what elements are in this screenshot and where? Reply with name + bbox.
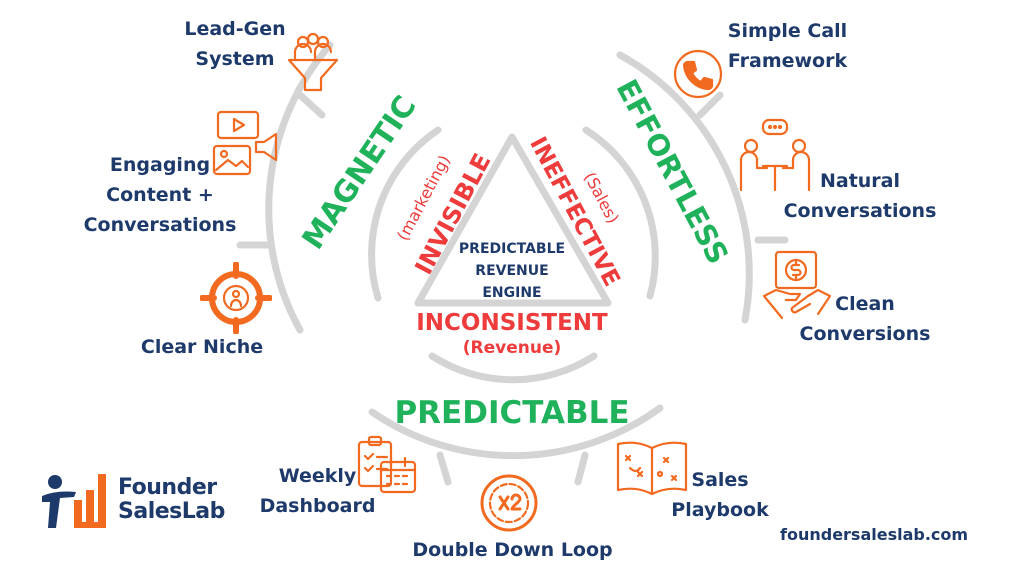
logo-mark-icon [42,474,106,528]
logo-line: SalesLab [118,499,225,524]
double-down-loop-icon [480,474,538,532]
tick [696,91,724,119]
founder-saleslab-logo: Founder SalesLab [38,466,228,536]
label-line: Simple Call [727,20,848,42]
inner-arc-bottom [428,352,598,384]
engine-title-line: PREDICTABLE [458,241,566,257]
label-line: Conversations [83,214,237,236]
video-megaphone-icon [212,110,278,176]
website-link[interactable]: foundersaleslab.com [780,525,969,544]
label-line: Framework [727,50,848,72]
label-line: Lead-Gen [184,18,286,40]
label-line: Sales [691,469,749,491]
label-line: Content + [106,184,214,206]
item-niche: Clear Niche [132,332,272,362]
tick [296,91,326,119]
item-loop: Double Down Loop [405,535,620,565]
target-person-icon [200,262,272,334]
problem-inconsistent: INCONSISTENT [416,310,608,336]
conversation-icon [739,118,811,192]
label-line: Conversations [783,200,937,222]
label-line: Weekly [278,465,357,487]
tick [574,451,589,486]
pillar-predictable: PREDICTABLE [394,395,630,431]
handshake-dollar-icon [762,250,832,320]
outer-arc-right [616,51,753,324]
checklist-calendar-icon [357,435,417,494]
label-line: Engaging [109,154,211,176]
label-line: Playbook [671,499,769,521]
tick [436,451,452,486]
label-line: Dashboard [259,495,376,517]
label-line: System [195,48,275,70]
engine-title-line: ENGINE [482,285,542,301]
inner-arc-left [368,126,442,302]
outer-arc-bottom [368,404,664,460]
engine-title: PREDICTABLE REVENUE ENGINE [432,238,592,304]
label-line: Clean [835,293,895,315]
label-line: Conversions [799,323,931,345]
label-line: Natural [819,170,901,192]
label-line: Clear Niche [140,336,264,358]
label-line: Double Down Loop [412,539,613,561]
phone-call-icon [673,49,723,99]
engine-title-line: REVENUE [475,263,549,279]
center-triangle [414,133,612,307]
playbook-icon [616,441,688,496]
problem-inconsistent-sub: (Revenue) [462,338,562,358]
logo-line: Founder [118,475,217,500]
inner-arc-right [582,126,659,300]
funnel-people-icon [287,32,339,92]
